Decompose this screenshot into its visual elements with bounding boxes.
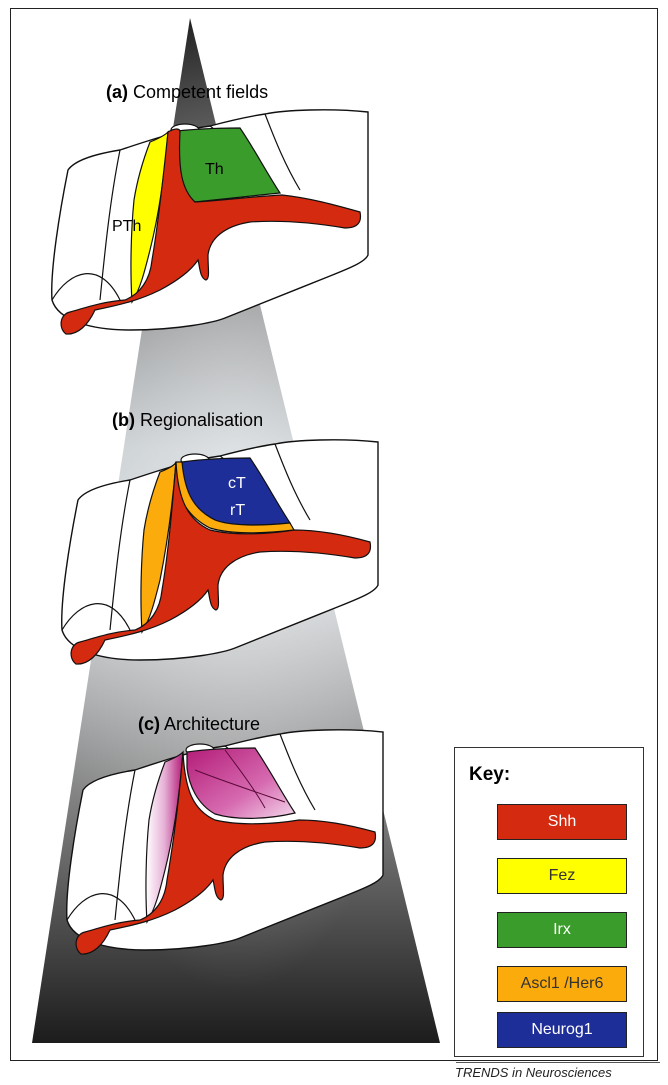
key-label-shh: Shh xyxy=(548,813,576,831)
panel-b-letter: (b) xyxy=(112,410,135,430)
key-label-fez: Fez xyxy=(549,867,576,885)
panel-c-text: Architecture xyxy=(164,714,260,734)
key-label-neurog1: Neurog1 xyxy=(531,1021,592,1039)
key-item-neurog1: Neurog1 xyxy=(497,1012,627,1048)
key-title: Key: xyxy=(469,764,510,786)
key-item-ascl1-her6: Ascl1 /Her6 xyxy=(497,966,627,1002)
panel-a-title: (a) Competent fields xyxy=(106,82,268,102)
th-label: Th xyxy=(205,161,224,179)
panel-b-title: (b) Regionalisation xyxy=(112,410,263,430)
key-label-ascl1-her6: Ascl1 /Her6 xyxy=(521,975,604,993)
key-item-irx: Irx xyxy=(497,912,627,948)
panel-a-letter: (a) xyxy=(106,82,128,102)
key-label-irx: Irx xyxy=(553,921,571,939)
pth-label: PTh xyxy=(112,218,141,236)
panel-c-title: (c) Architecture xyxy=(138,714,260,734)
footer-credit: TRENDS in Neurosciences xyxy=(455,1065,612,1080)
rt-label: rT xyxy=(230,502,245,520)
panel-c-letter: (c) xyxy=(138,714,160,734)
panel-b-text: Regionalisation xyxy=(140,410,263,430)
brain-panel-a xyxy=(52,110,368,334)
key-item-shh: Shh xyxy=(497,804,627,840)
ct-label: cT xyxy=(228,475,246,493)
footer-rule xyxy=(456,1062,660,1063)
panel-a-text: Competent fields xyxy=(133,82,268,102)
key-item-fez: Fez xyxy=(497,858,627,894)
key-legend: Key: Shh Fez Irx Ascl1 /Her6 Neurog1 xyxy=(454,747,644,1057)
